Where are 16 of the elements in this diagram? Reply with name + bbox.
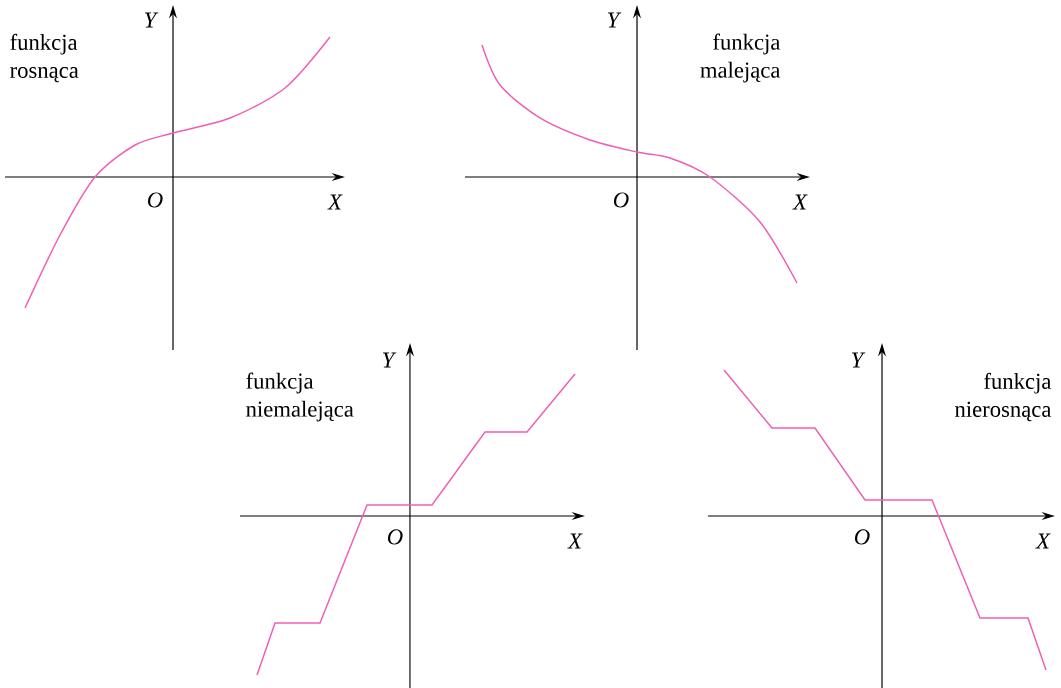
function-label: funkcja nierosnąca bbox=[955, 372, 1052, 422]
axis-label: Y bbox=[608, 12, 622, 28]
axis-label: X bbox=[792, 194, 808, 210]
axis-label: O bbox=[854, 529, 870, 545]
axis-label: Y bbox=[145, 12, 159, 28]
axis-label: X bbox=[327, 194, 343, 210]
axis-label: O bbox=[613, 192, 629, 208]
axis-label: O bbox=[147, 192, 163, 208]
axis-label: Y bbox=[852, 352, 866, 368]
axis-label: X bbox=[567, 533, 583, 549]
axis-label: X bbox=[1035, 533, 1051, 549]
function-label: funkcja rosnąca bbox=[10, 33, 79, 83]
axis-label: Y bbox=[383, 352, 397, 368]
function-label: funkcja niemalejąca bbox=[246, 372, 354, 422]
axis-label: O bbox=[387, 529, 403, 545]
function-label: funkcja malejąca bbox=[700, 33, 781, 83]
